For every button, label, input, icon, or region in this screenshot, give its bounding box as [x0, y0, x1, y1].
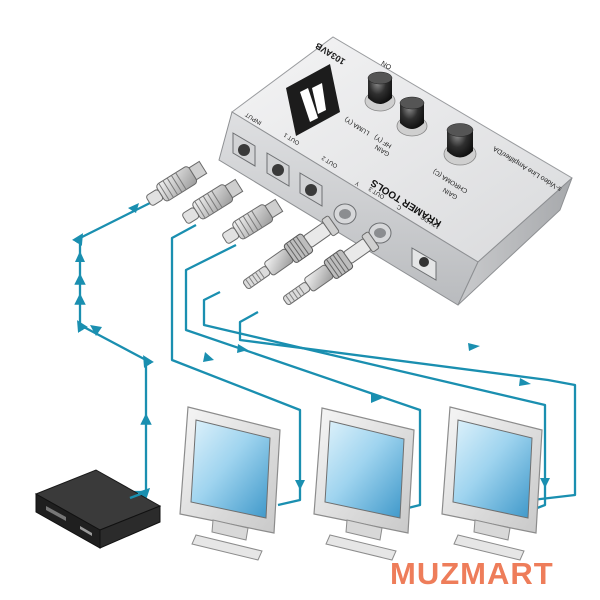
bnc-port-c[interactable]: [368, 222, 392, 244]
svideo-port-input[interactable]: [232, 132, 256, 167]
svideo-connector-input: [146, 160, 208, 206]
dvd-player-icon: [34, 469, 162, 549]
knob-chroma-gain[interactable]: [443, 123, 477, 166]
cable-out1: [170, 223, 302, 507]
kramer-device: 103AVB ON HF (Y) LUMA (Y) GAIN CHROMA (C…: [218, 36, 573, 306]
bnc-port-y[interactable]: [333, 203, 357, 225]
cable-out2: [184, 243, 422, 510]
port-out3-y-label: Y: [354, 179, 361, 186]
monitor-1-icon: [179, 406, 281, 561]
device-side: [457, 177, 573, 306]
bnc-connector-c: [283, 231, 380, 305]
svideo-port-out2[interactable]: [299, 172, 323, 207]
monitor-3-icon: [441, 406, 543, 561]
power-jack-icon[interactable]: [411, 247, 437, 281]
svideo-port-out1[interactable]: [266, 152, 290, 187]
kramer-logo: [286, 64, 340, 136]
monitor-2-icon: [313, 407, 415, 561]
cables: [72, 197, 577, 512]
knob-on-label: ON: [380, 59, 393, 71]
svideo-connector-out1: [182, 178, 244, 224]
cable-out3-y: [202, 290, 547, 512]
cable-arrows: [75, 203, 550, 490]
cable-input: [72, 197, 159, 501]
knob-on[interactable]: [364, 71, 396, 112]
port-out3-c-label: C: [396, 203, 403, 211]
knob-hf-luma[interactable]: [396, 96, 428, 137]
watermark: MUZMART: [390, 556, 554, 591]
cable-out3-c: [238, 310, 577, 502]
svideo-connector-out2: [222, 198, 284, 244]
bnc-connector-y: [243, 215, 340, 289]
